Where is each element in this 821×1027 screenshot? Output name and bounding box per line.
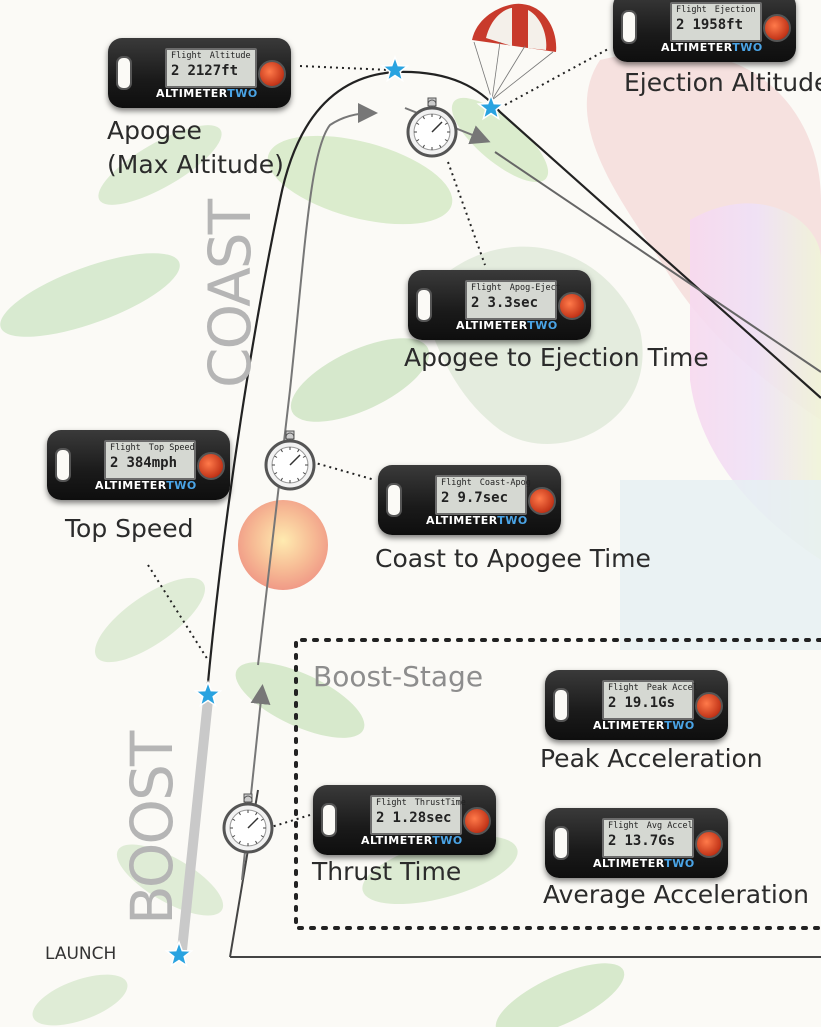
lcd-flight-number: 2 [676,17,685,33]
lcd-flight-number: 2 [608,833,617,849]
leaf [95,577,205,663]
lcd-flight-label: Flight [171,51,202,61]
lcd-metric-value: 19.1Gs [624,695,676,711]
lcd-screen: Flight Avg Accel 2 13.7Gs [602,818,694,858]
brand-logo: ALTIMETERTWO [456,319,558,332]
leaf [495,963,625,1027]
lcd-flight-label: Flight [110,443,141,453]
brand-logo: ALTIMETERTWO [95,479,197,492]
apogee-sub-label: (Max Altitude) [107,150,284,179]
lcd-screen: Flight ThrustTime 2 1.28sec [370,795,466,835]
device-button [695,830,723,858]
keyring-loop [621,10,637,44]
lcd-metric-label: Avg Accel [646,821,693,831]
apogee-to-ejection-label: Apogee to Ejection Time [404,343,709,372]
brand-logo: ALTIMETERTWO [593,719,695,732]
keyring-loop [416,288,432,322]
lcd-flight-number: 2 [608,695,617,711]
lcd-metric-value: 1.28sec [392,810,452,826]
average-acceleration-label: Average Acceleration [543,880,809,909]
lcd-metric-value: 2127ft [187,63,239,79]
lcd-screen: Flight Apog-Eject 2 3.3sec [465,280,561,320]
device-button [463,807,491,835]
lcd-flight-number: 2 [376,810,385,826]
device-button [197,452,225,480]
keyring-loop [116,56,132,90]
lcd-metric-label: Top Speed [148,443,195,453]
device-button [763,14,791,42]
lcd-metric-label: Peak Accel [646,683,698,693]
brand-logo: ALTIMETERTWO [593,857,695,870]
orange-fruit [238,500,328,590]
lcd-flight-number: 2 [171,63,180,79]
lcd-flight-label: Flight [608,683,639,693]
lcd-screen: Flight Ejection 2 1958ft [670,2,762,42]
lcd-flight-number: 2 [471,295,480,311]
brand-logo: ALTIMETERTWO [661,41,763,54]
apogee-label: Apogee [107,116,202,145]
ejection-altitude-label: Ejection Altitude [624,68,821,97]
lcd-screen: Flight Coast-Apog 2 9.7sec [435,475,531,515]
lcd-metric-value: 9.7sec [457,490,509,506]
brand-logo: ALTIMETERTWO [426,514,528,527]
brand-logo: ALTIMETERTWO [156,87,258,100]
keyring-loop [386,483,402,517]
coast-phase-label: COAST [196,200,264,388]
lcd-metric-label: Apog-Eject [509,283,561,293]
lcd-flight-label: Flight [441,478,472,488]
top-speed-label: Top Speed [65,514,194,543]
lcd-flight-label: Flight [376,798,407,808]
lcd-metric-value: 384mph [126,455,178,471]
leaf [32,974,128,1026]
lcd-flight-number: 2 [110,455,119,471]
device-button [258,60,286,88]
lcd-screen: Flight Altitude 2 2127ft [165,48,257,88]
keyring-loop [321,803,337,837]
lcd-screen: Flight Peak Accel 2 19.1Gs [602,680,698,720]
leaf [451,97,549,183]
keyring-loop [553,688,569,722]
lcd-flight-label: Flight [471,283,502,293]
coast-to-apogee-label: Coast to Apogee Time [375,544,651,573]
lcd-metric-label: Coast-Apog [479,478,531,488]
brand-logo: ALTIMETERTWO [361,834,463,847]
lcd-metric-value: 1958ft [692,17,744,33]
boost-stage-title: Boost-Stage [313,660,484,693]
peak-acceleration-label: Peak Acceleration [540,744,763,773]
lcd-screen: Flight Top Speed 2 384mph [104,440,196,480]
lcd-metric-label: ThrustTime [414,798,466,808]
device-button [695,692,723,720]
device-button [528,487,556,515]
lcd-flight-number: 2 [441,490,450,506]
leaf [267,135,453,225]
lcd-metric-value: 13.7Gs [624,833,676,849]
lcd-metric-label: Altitude [209,51,251,61]
launch-label: LAUNCH [45,944,117,964]
boost-phase-label: BOOST [118,732,186,925]
device-button [558,292,586,320]
leaf [0,253,180,337]
keyring-loop [553,826,569,860]
lcd-flight-label: Flight [608,821,639,831]
lcd-metric-value: 3.3sec [487,295,539,311]
keyring-loop [55,448,71,482]
thrust-time-label: Thrust Time [312,857,462,886]
lcd-metric-label: Ejection [714,5,756,15]
lcd-flight-label: Flight [676,5,707,15]
